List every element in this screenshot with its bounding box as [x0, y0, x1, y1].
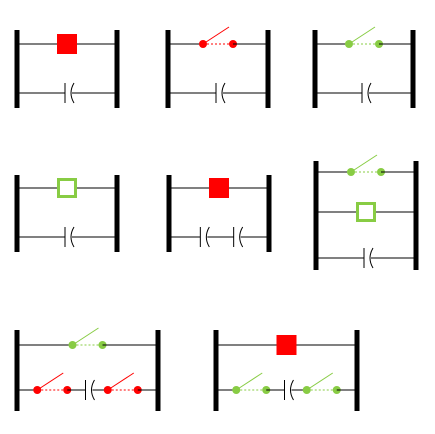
switch-contact	[199, 40, 207, 48]
capacitor-plate-curved	[221, 82, 226, 104]
branch-row	[169, 178, 269, 198]
branch-row	[17, 82, 117, 104]
branch-row	[216, 335, 357, 355]
lamp-on	[57, 34, 77, 54]
branch-row	[216, 372, 357, 401]
branch-row	[315, 26, 413, 48]
switch-lever	[202, 26, 230, 45]
capacitor-plate-curved	[290, 379, 294, 401]
switch-contact	[33, 386, 42, 394]
switch-lever	[350, 154, 378, 173]
switch-contact	[345, 40, 353, 48]
lamp-off	[57, 178, 77, 198]
branch-row	[17, 372, 158, 401]
switch-lever	[235, 372, 263, 391]
switch-lever	[348, 26, 376, 45]
circuit-c6	[313, 154, 419, 270]
branch-row	[316, 154, 416, 176]
switch-contact	[232, 386, 241, 394]
lamp-on	[276, 335, 297, 355]
branch-row	[17, 34, 117, 54]
switch-lever	[72, 327, 99, 346]
branch-row	[316, 247, 416, 269]
switch-contact	[302, 386, 311, 394]
switch-contact	[347, 168, 355, 176]
branch-row	[315, 82, 413, 104]
circuit-c4	[14, 175, 120, 252]
lamp-off	[356, 202, 376, 222]
capacitor-plate-curved	[205, 226, 210, 248]
circuit-c1	[14, 30, 120, 108]
switch-lever	[107, 372, 135, 391]
switch-contact	[68, 341, 77, 349]
switch-lever	[36, 372, 64, 391]
switch-lever	[306, 372, 334, 391]
capacitor-plate-curved	[367, 82, 372, 104]
branch-row	[17, 327, 158, 349]
capacitor-plate-curved	[369, 247, 374, 269]
branch-row	[168, 82, 268, 104]
circuit-c5	[166, 175, 272, 252]
circuit-c7	[14, 327, 161, 411]
capacitor-plate-curved	[239, 226, 244, 248]
switch-contact	[103, 386, 112, 394]
branch-row	[168, 26, 268, 48]
circuit-c3	[312, 26, 416, 108]
lamp-on	[209, 178, 229, 198]
branch-row	[169, 226, 269, 248]
capacitor-plate-curved	[91, 379, 95, 401]
capacitor-plate-curved	[70, 82, 75, 104]
branch-row	[316, 202, 416, 222]
circuit-c2	[165, 26, 271, 108]
capacitor-plate-curved	[70, 226, 75, 248]
branch-row	[17, 226, 117, 248]
circuit-c8	[213, 330, 360, 411]
branch-row	[17, 178, 117, 198]
